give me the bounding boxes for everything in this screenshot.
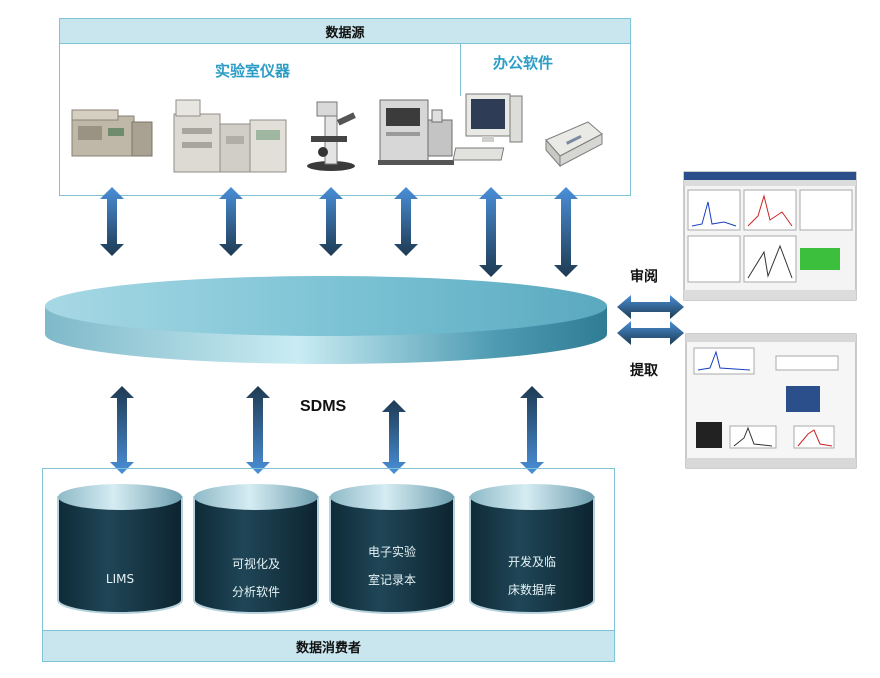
review-label: 审阅	[630, 269, 658, 285]
data-source-title: 数据源	[59, 18, 631, 44]
desktop-computer-icon	[452, 93, 523, 161]
section-divider	[460, 44, 461, 96]
arrow-gas-chromatograph	[100, 187, 124, 256]
gas-chromatograph-icon	[71, 109, 153, 157]
arrow-visualization	[246, 386, 270, 474]
arrow-mass-spectrometer	[394, 187, 418, 256]
mass-spectrometer-icon	[378, 99, 454, 165]
sdms-label: SDMS	[300, 398, 347, 415]
arrow-lims	[110, 386, 134, 474]
cylinder-visualization	[193, 484, 319, 614]
arrow-printer	[554, 187, 578, 277]
arrow-clinical-db	[520, 386, 544, 474]
arrow-hplc	[219, 187, 243, 256]
extract-screenshot-thumbnail	[685, 333, 857, 469]
arrow-review	[617, 295, 684, 319]
arrow-computer	[479, 187, 503, 277]
lab-instruments-title: 实验室仪器	[215, 62, 291, 80]
hplc-system-icon	[173, 99, 287, 173]
arrow-extract	[617, 321, 684, 345]
cylinder-clinical-db	[469, 484, 595, 614]
extract-label: 提取	[630, 363, 658, 379]
office-software-title: 办公软件	[493, 54, 554, 72]
cylinder-lims	[57, 484, 183, 614]
review-screenshot-thumbnail	[683, 171, 857, 301]
sdms-disc	[45, 276, 607, 364]
printer-icon	[545, 121, 603, 168]
cylinder-eln	[329, 484, 455, 614]
data-consumers-title: 数据消费者	[42, 630, 615, 662]
arrow-eln	[382, 400, 406, 474]
arrow-microscope	[319, 187, 343, 256]
microscope-icon	[307, 101, 356, 171]
